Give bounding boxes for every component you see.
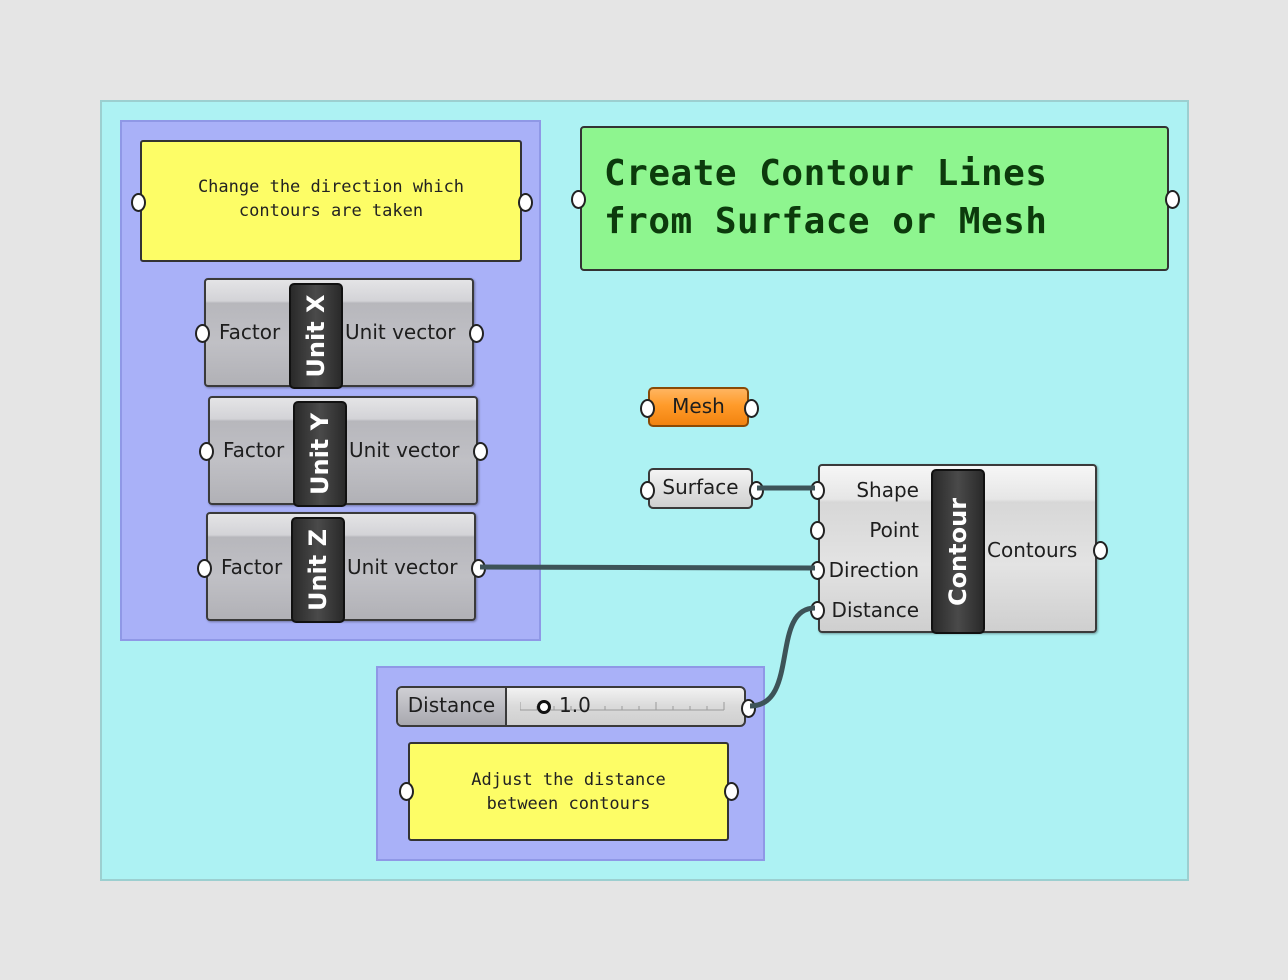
direction-input-label: Direction bbox=[828, 558, 919, 582]
panel-input-grip[interactable] bbox=[131, 193, 146, 212]
point-input-label: Point bbox=[869, 518, 919, 542]
component-name-tab[interactable]: Unit Z bbox=[291, 517, 345, 623]
mesh-input-grip[interactable] bbox=[640, 399, 655, 418]
panel-output-grip[interactable] bbox=[518, 193, 533, 212]
factor-input-grip[interactable] bbox=[197, 559, 212, 578]
panel-output-grip[interactable] bbox=[1165, 190, 1180, 209]
unit-vector-output-label: Unit vector bbox=[349, 438, 460, 462]
unit-vector-output-grip[interactable] bbox=[469, 324, 484, 343]
mesh-param[interactable]: Mesh bbox=[648, 387, 749, 427]
factor-input-grip[interactable] bbox=[199, 442, 214, 461]
unit-z-component[interactable]: Factor Unit vector Unit Z bbox=[206, 512, 476, 623]
component-name-tab[interactable]: Unit X bbox=[289, 283, 343, 389]
contours-output-grip[interactable] bbox=[1093, 541, 1108, 560]
distance-input-label: Distance bbox=[831, 598, 919, 622]
wire-unitz-to-direction[interactable] bbox=[479, 564, 816, 571]
note-panel-distance[interactable]: Adjust the distance between contours bbox=[408, 742, 729, 841]
unit-vector-output-label: Unit vector bbox=[345, 320, 456, 344]
distance-slider[interactable]: Distance 1.0 bbox=[396, 686, 746, 727]
contours-output-label: Contours bbox=[987, 538, 1078, 562]
slider-track[interactable] bbox=[520, 692, 732, 722]
title-panel[interactable]: Create Contour Lines from Surface or Mes… bbox=[580, 126, 1169, 271]
contour-component[interactable]: Shape Point Direction Distance Contours … bbox=[818, 464, 1097, 634]
note-panel-direction[interactable]: Change the direction which contours are … bbox=[140, 140, 522, 262]
mesh-output-grip[interactable] bbox=[744, 399, 759, 418]
panel-input-grip[interactable] bbox=[399, 782, 414, 801]
component-name-tab[interactable]: Unit Y bbox=[293, 401, 347, 507]
unit-x-component[interactable]: Factor Unit vector Unit X bbox=[204, 278, 474, 389]
shape-input-label: Shape bbox=[856, 478, 919, 502]
wire-slider-to-distance[interactable] bbox=[749, 605, 816, 709]
component-name-tab[interactable]: Contour bbox=[931, 469, 985, 634]
panel-input-grip[interactable] bbox=[571, 190, 586, 209]
slider-name-label: Distance bbox=[398, 688, 507, 725]
point-input-grip[interactable] bbox=[810, 521, 825, 540]
unit-vector-output-label: Unit vector bbox=[347, 555, 458, 579]
panel-output-grip[interactable] bbox=[724, 782, 739, 801]
surface-input-grip[interactable] bbox=[640, 481, 655, 500]
slider-handle[interactable] bbox=[537, 700, 551, 714]
factor-input-label: Factor bbox=[219, 320, 281, 344]
factor-input-label: Factor bbox=[223, 438, 285, 462]
factor-input-grip[interactable] bbox=[195, 324, 210, 343]
unit-y-component[interactable]: Factor Unit vector Unit Y bbox=[208, 396, 478, 507]
factor-input-label: Factor bbox=[221, 555, 283, 579]
unit-vector-output-grip[interactable] bbox=[473, 442, 488, 461]
slider-value: 1.0 bbox=[559, 693, 591, 717]
